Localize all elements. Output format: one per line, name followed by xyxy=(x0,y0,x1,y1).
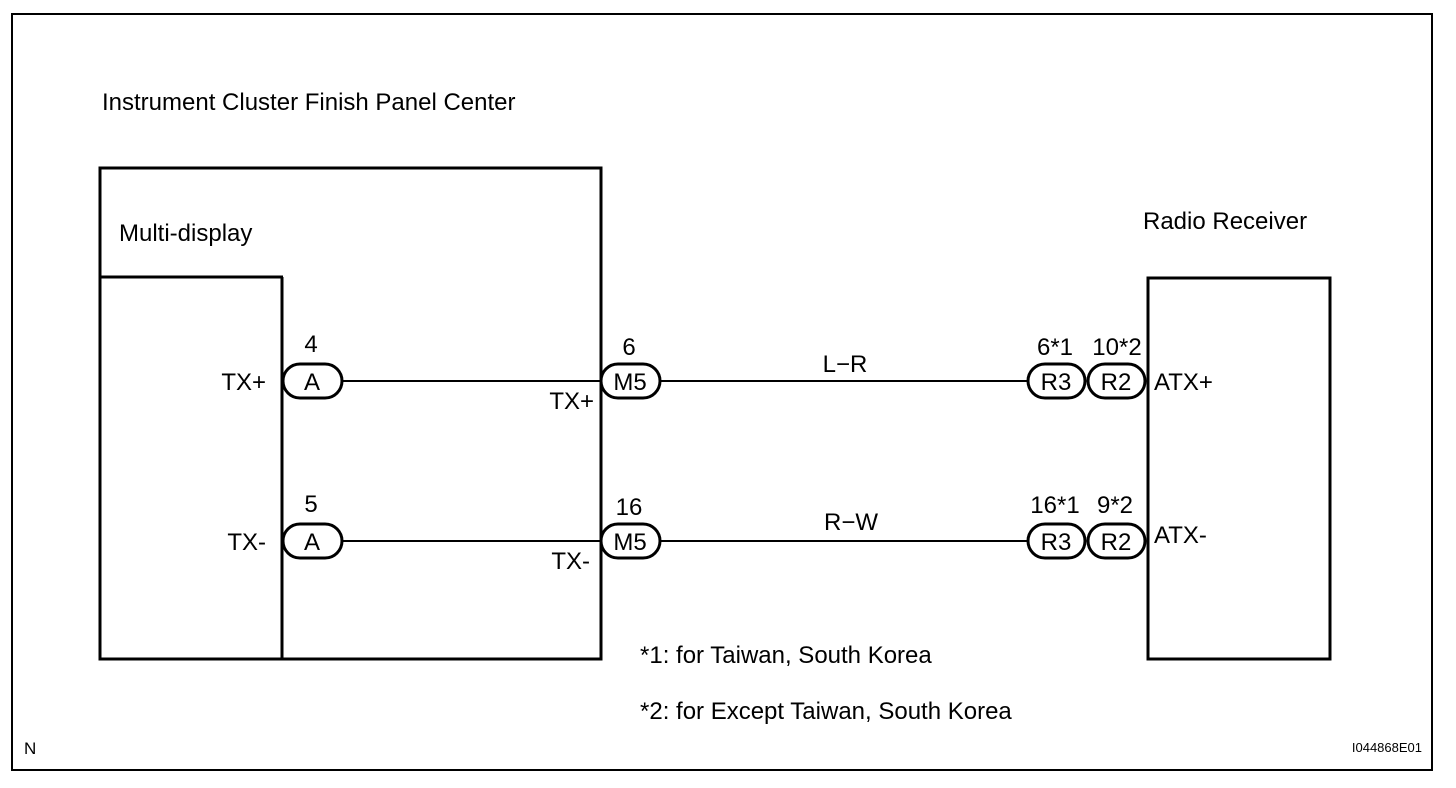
display-signal-label: TX+ xyxy=(221,369,266,396)
corner-mark: N xyxy=(24,739,36,758)
display-connector-label: A xyxy=(304,369,320,396)
panel-signal-label: TX+ xyxy=(549,388,594,415)
display-connector-a xyxy=(281,362,344,400)
footnote-1: *1: for Taiwan, South Korea xyxy=(640,642,932,669)
receiver-connector-label-2: R2 xyxy=(1101,529,1132,556)
display-connector-label: A xyxy=(304,529,320,556)
receiver-pin-number-1: 6*1 xyxy=(1037,334,1073,361)
panel-connector-label: M5 xyxy=(613,529,646,556)
receiver-connector-r2 xyxy=(1086,522,1147,560)
display-pin-number: 5 xyxy=(304,491,317,518)
receiver-pin-number-2: 9*2 xyxy=(1097,492,1133,519)
radio-receiver-label: Radio Receiver xyxy=(1143,208,1307,235)
receiver-pin-number-2: 10*2 xyxy=(1092,334,1141,361)
figure-frame xyxy=(11,13,1433,771)
receiver-connector-r3 xyxy=(1026,362,1087,400)
receiver-connector-r3 xyxy=(1026,522,1087,560)
receiver-connector-label-1: R3 xyxy=(1041,369,1072,396)
receiver-pin-number-1: 16*1 xyxy=(1030,492,1079,519)
panel-connector-m5 xyxy=(599,522,662,560)
panel-pin-number: 6 xyxy=(622,334,635,361)
wire-color-label: R−W xyxy=(824,509,878,536)
receiver-connector-label-1: R3 xyxy=(1041,529,1072,556)
panel-title: Instrument Cluster Finish Panel Center xyxy=(102,89,516,116)
display-pin-number: 4 xyxy=(304,331,317,358)
receiver-signal-label: ATX- xyxy=(1154,522,1207,549)
circuit-tx-minus: 5 A TX- 16 M5 TX- R−W 16*1 9*2 R3 R2 ATX… xyxy=(227,491,1207,575)
multi-display-label: Multi-display xyxy=(119,220,252,247)
panel-box xyxy=(98,166,603,661)
receiver-connector-r2 xyxy=(1086,362,1147,400)
circuit-tx-plus: 4 A TX+ 6 M5 TX+ L−R 6*1 10*2 R3 R2 ATX+ xyxy=(221,331,1213,415)
receiver-connector-label-2: R2 xyxy=(1101,369,1132,396)
radio-receiver-box xyxy=(1146,276,1332,661)
panel-connector-m5 xyxy=(599,362,662,400)
wire-color-label: L−R xyxy=(823,351,868,378)
figure-id: I044868E01 xyxy=(1352,740,1422,755)
footnote-2: *2: for Except Taiwan, South Korea xyxy=(640,698,1012,725)
panel-signal-label: TX- xyxy=(551,548,590,575)
display-connector-a xyxy=(281,522,344,560)
panel-connector-label: M5 xyxy=(613,369,646,396)
display-signal-label: TX- xyxy=(227,529,266,556)
receiver-signal-label: ATX+ xyxy=(1154,369,1213,396)
panel-pin-number: 16 xyxy=(616,494,643,521)
